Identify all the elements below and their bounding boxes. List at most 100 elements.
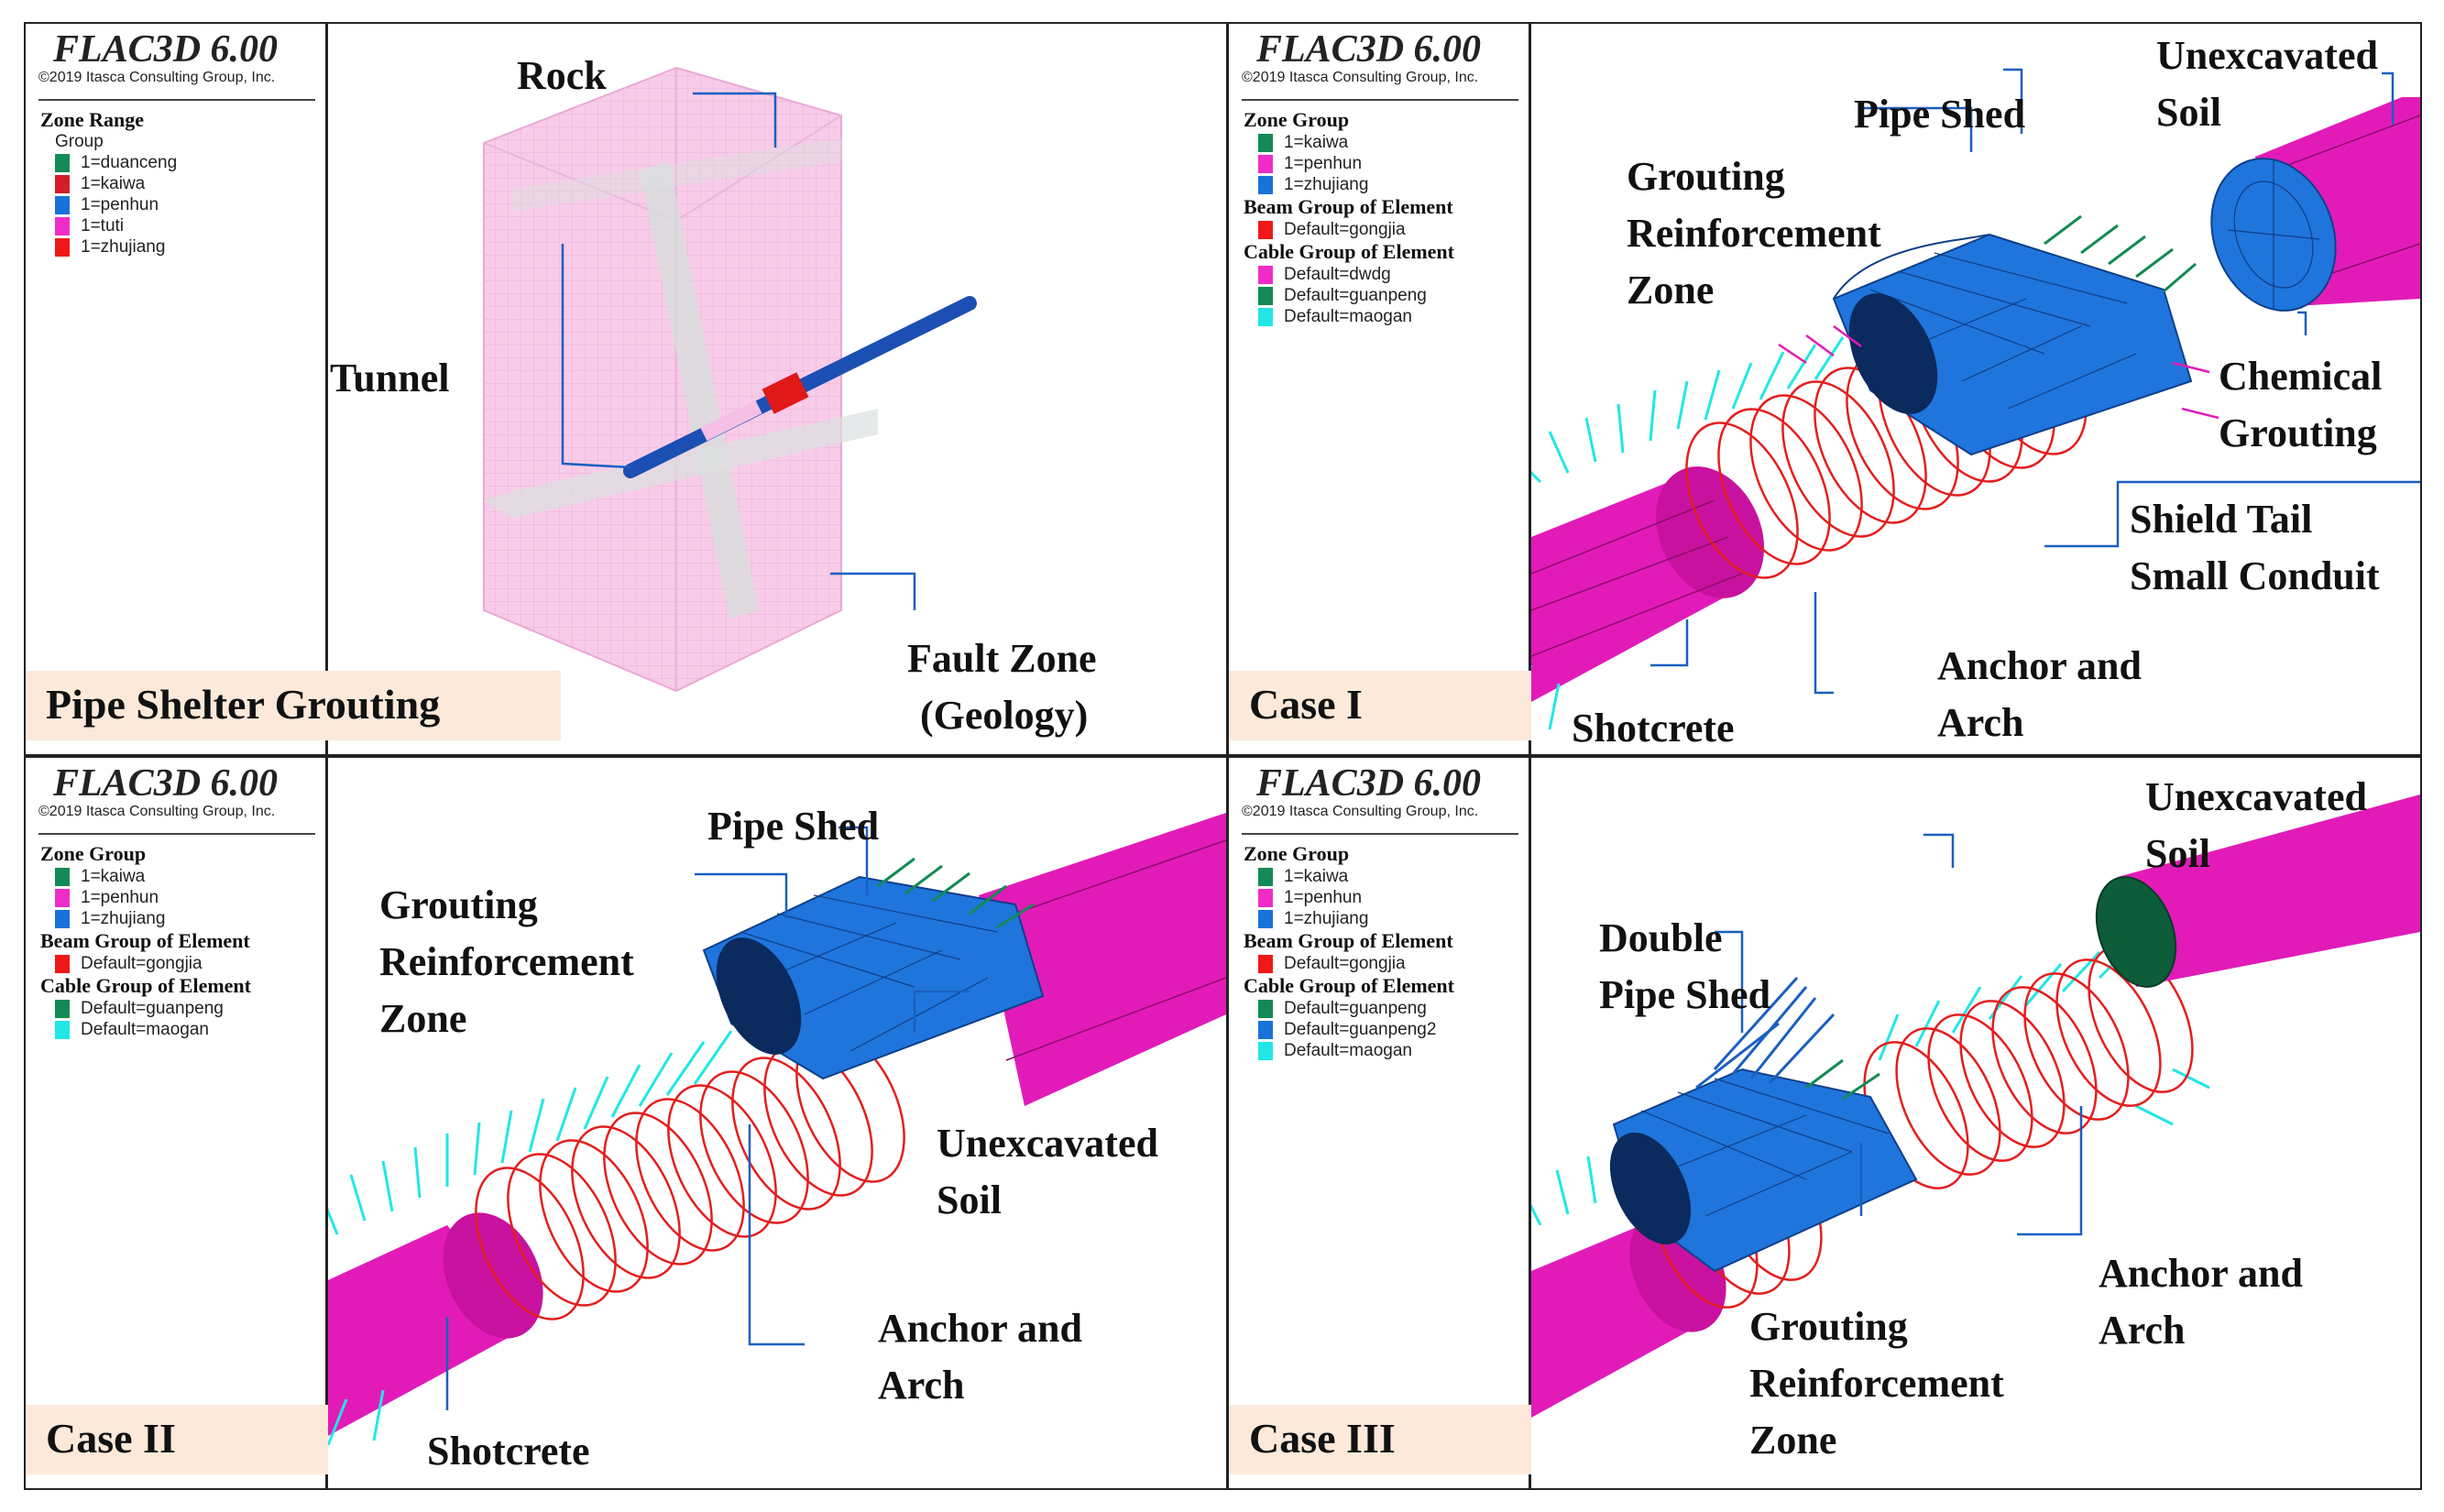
legend-swatch (1258, 1041, 1273, 1060)
model-scene (1531, 794, 2420, 1418)
legend-item-label: Default=guanpeng (1284, 998, 1427, 1018)
legend-rule (1242, 99, 1518, 101)
legend-item: 1=tuti (40, 215, 177, 236)
label-unexcavated: Unexcavated (2145, 774, 2367, 819)
pipe-shed (877, 857, 1035, 929)
fault-zone (640, 161, 759, 619)
legend-swatch (55, 888, 70, 907)
legend-panel: FLAC3D 6.00 ©2019 Itasca Consulting Grou… (26, 758, 328, 1488)
panel-tag: Case II (26, 1405, 328, 1474)
legend-item-label: 1=penhun (1284, 887, 1363, 907)
legend-item: Default=guanpeng (40, 998, 251, 1019)
legend-heading: Zone Group (1244, 842, 1350, 865)
legend-copyright: ©2019 Itasca Consulting Group, Inc. (38, 804, 276, 819)
legend-swatch (1258, 133, 1273, 152)
panel-tag: Case III (1229, 1405, 1531, 1474)
legend-item: 1=kaiwa (40, 173, 177, 194)
panel-divider-vertical (1226, 22, 1229, 1490)
grouting-segment (762, 372, 809, 414)
legend-copyright: ©2019 Itasca Consulting Group, Inc. (38, 70, 276, 85)
legend-item-label: Default=gongjia (1284, 219, 1406, 239)
panel-case-ii: FLAC3D 6.00 ©2019 Itasca Consulting Grou… (26, 758, 1226, 1488)
legend-panel: FLAC3D 6.00 ©2019 Itasca Consulting Grou… (1229, 758, 1531, 1488)
legend-heading: Zone Range (40, 108, 145, 131)
legend-item: Default=guanpeng (1244, 285, 1454, 306)
unexcavated-soil (979, 813, 1226, 1106)
legend-title: FLAC3D 6.00 (1256, 762, 1482, 805)
legend-item: 1=zhujiang (1244, 174, 1454, 195)
legend-item: Default=maogan (40, 1019, 251, 1040)
legend-heading: Beam Group of Element (1244, 195, 1453, 218)
legend-item: Default=guanpeng (1244, 998, 1454, 1019)
label-unexcavated-soil: Soil (937, 1178, 1002, 1222)
legend-rule (38, 99, 315, 101)
legend-item: Default=maogan (1244, 306, 1454, 327)
label-grouting-zone: Zone (379, 996, 467, 1041)
model-scene (1531, 68, 2420, 730)
legend-item: 1=kaiwa (40, 866, 251, 887)
label-anchor-and: Anchor and (1937, 643, 2142, 688)
legend-item: 1=penhun (1244, 153, 1454, 174)
legend-heading: Zone Group (1244, 108, 1350, 131)
legend-rule (38, 833, 315, 835)
legend-item-label: 1=zhujiang (1284, 908, 1369, 928)
unexcavated-soil (2118, 794, 2420, 987)
double-pipe-shed (1695, 976, 1836, 1090)
label-chemical-grouting: Grouting (2219, 411, 2377, 455)
steel-arches (475, 1029, 905, 1320)
legend-swatch (1258, 220, 1273, 239)
label-fault-zone: Fault Zone (907, 636, 1097, 681)
legend-item-label: Default=guanpeng (81, 998, 224, 1018)
legend-item: Default=gongjia (40, 953, 251, 974)
legend-copyright: ©2019 Itasca Consulting Group, Inc. (1242, 70, 1479, 85)
legend-item: 1=penhun (40, 194, 177, 215)
legend-swatch (1258, 954, 1273, 973)
label-unexcavated: Unexcavated (937, 1121, 1158, 1166)
label-fault-zone-geology: (Geology) (920, 693, 1089, 738)
label-anchor-and: Anchor and (2099, 1251, 2303, 1296)
legend-panel: FLAC3D 6.00 ©2019 Itasca Consulting Grou… (1229, 24, 1531, 754)
legend-swatch (1258, 154, 1273, 173)
legend-item-label: 1=penhun (1284, 153, 1363, 173)
legend-item-label: 1=kaiwa (81, 173, 146, 193)
legend-swatch (55, 954, 70, 973)
label-arch: Arch (2099, 1308, 2186, 1353)
legend-item-label: Default=gongjia (1284, 953, 1406, 973)
label-grouting-zone: Zone (1627, 268, 1715, 312)
legend-item: 1=zhujiang (40, 236, 177, 257)
panel-tag: Case I (1229, 671, 1531, 740)
legend-swatch (1258, 888, 1273, 907)
legend-swatch (1258, 1020, 1273, 1039)
legend-heading: Beam Group of Element (40, 929, 250, 952)
anchor-bolts (328, 1030, 733, 1446)
label-grouting-reinforcement: Reinforcement (1627, 211, 1881, 256)
legend-item: 1=zhujiang (1244, 908, 1454, 929)
legend-item-label: 1=zhujiang (81, 236, 166, 257)
label-unexcavated-soil: Soil (2145, 831, 2210, 876)
label-rock: Rock (517, 53, 607, 98)
legend-swatch (55, 999, 70, 1018)
label-pipe-shed: Pipe Shed (1854, 92, 2026, 137)
label-shotcrete: Shotcrete (427, 1429, 590, 1474)
label-arch: Arch (1937, 700, 2024, 745)
legend-item-label: Default=maogan (1284, 306, 1412, 326)
model-scene (328, 813, 1226, 1446)
legend-copyright: ©2019 Itasca Consulting Group, Inc. (1242, 804, 1479, 819)
label-pipe-shed: Pipe Shed (707, 804, 880, 849)
anchor-bolts (1531, 336, 1845, 730)
legend-swatch (1258, 286, 1273, 305)
legend-item: 1=penhun (40, 887, 251, 908)
legend-title: FLAC3D 6.00 (53, 28, 279, 71)
panel-tag: Pipe Shelter Grouting (26, 671, 561, 740)
panel-divider-horizontal (24, 754, 2422, 758)
legend-swatch (1258, 265, 1273, 284)
legend-rule (1242, 833, 1518, 835)
label-tunnel: Tunnel (330, 356, 450, 400)
panel-case-iii: FLAC3D 6.00 ©2019 Itasca Consulting Grou… (1229, 758, 2420, 1488)
label-double: Double (1599, 915, 1723, 960)
legend-swatch (55, 237, 70, 257)
legend-item: 1=kaiwa (1244, 132, 1454, 153)
pipe-shed (2044, 214, 2197, 293)
